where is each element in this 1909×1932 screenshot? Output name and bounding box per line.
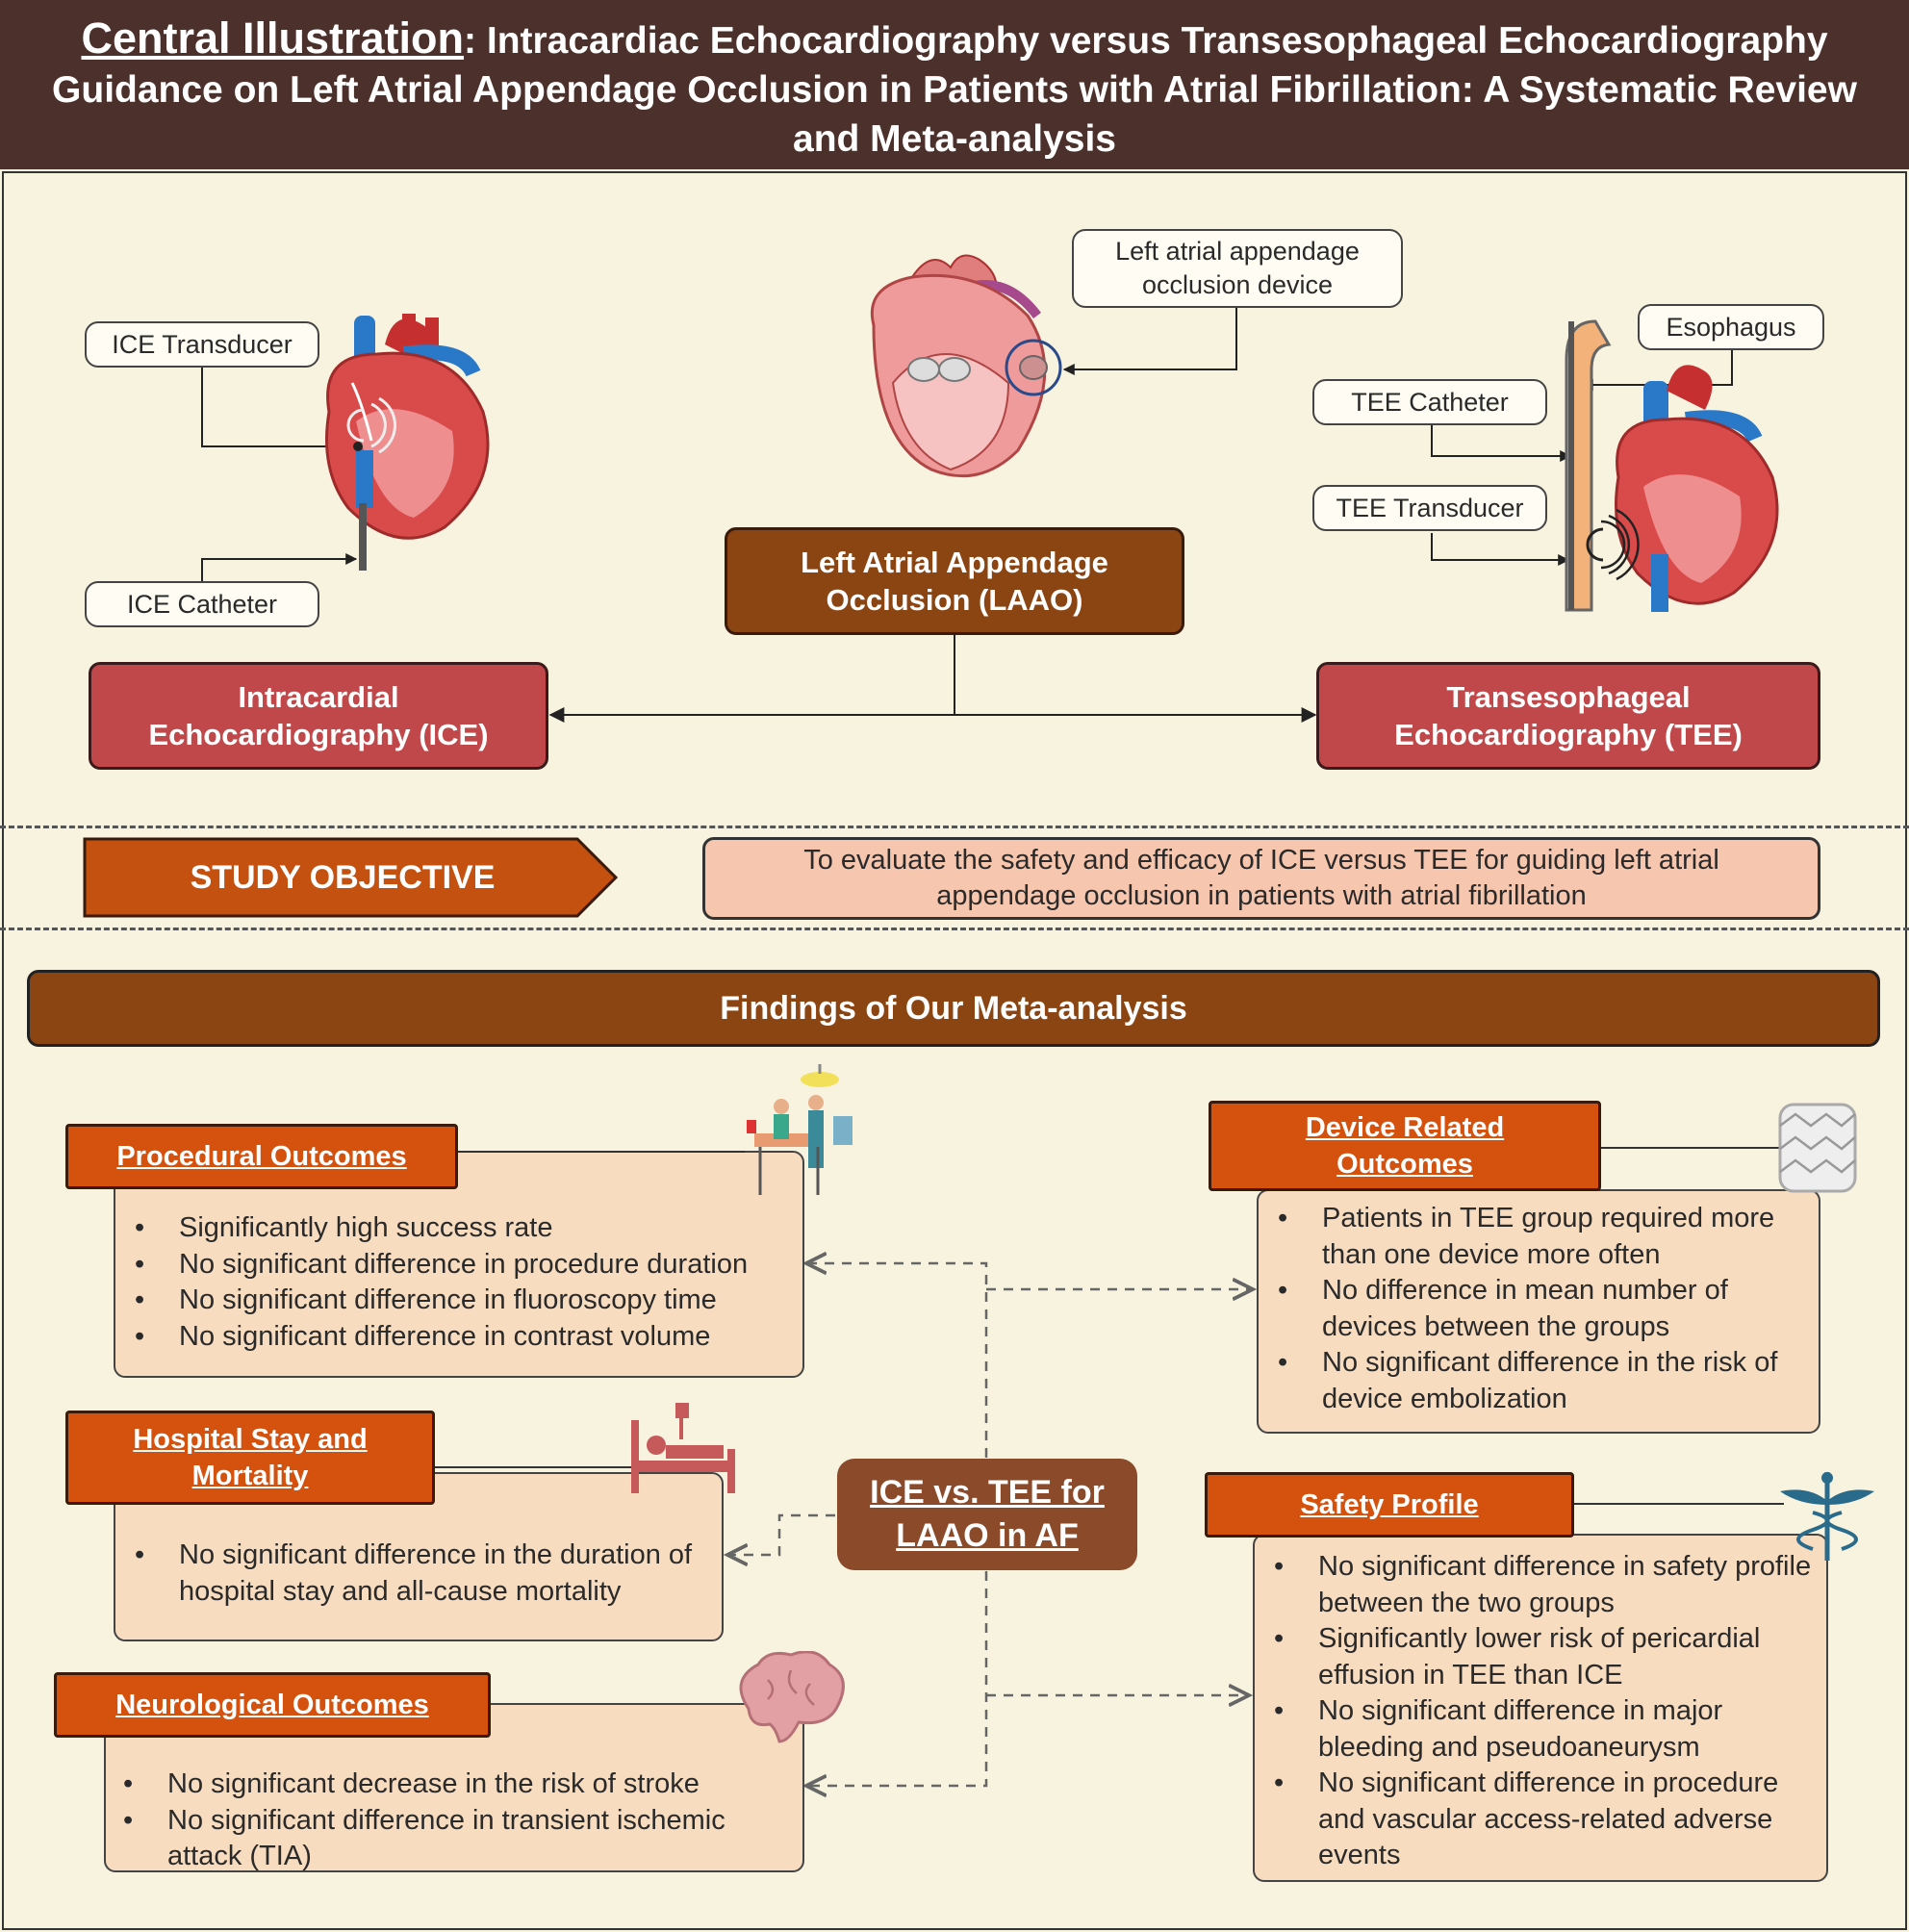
hospital-title-2: Mortality — [191, 1461, 309, 1491]
ice-box-line-2: Echocardiography (ICE) — [148, 718, 489, 751]
neuro-list: No significant decrease in the risk of s… — [106, 1767, 802, 1875]
caduceus-icon — [1780, 1472, 1874, 1561]
device-title-1: Device Related — [1305, 1112, 1505, 1143]
tee-catheter-label: TEE Catheter — [1312, 379, 1547, 425]
laa-heart-icon — [870, 254, 1062, 478]
objective-line-2: appendage occlusion in patients with atr… — [936, 880, 1587, 911]
device-rule — [1599, 1147, 1792, 1149]
ice-catheter-label: ICE Catheter — [85, 581, 319, 627]
procedural-list: Significantly high success rate No signi… — [115, 1210, 802, 1355]
findings-header: Findings of Our Meta-analysis — [27, 970, 1880, 1047]
ice-heart-icon — [325, 314, 490, 571]
list-item: No significant difference in the risk of… — [1278, 1345, 1819, 1417]
list-item: No significant difference in safety prof… — [1274, 1549, 1826, 1621]
list-item: No significant difference in fluoroscopy… — [135, 1283, 802, 1319]
safety-rule — [1572, 1503, 1784, 1505]
laao-line-2: Occlusion (LAAO) — [826, 583, 1083, 617]
safety-tab: Safety Profile — [1205, 1472, 1574, 1538]
procedural-tab: Procedural Outcomes — [65, 1124, 458, 1189]
list-item: Significantly high success rate — [135, 1210, 802, 1247]
esophagus-label: Esophagus — [1638, 304, 1824, 350]
procedural-rule — [456, 1151, 745, 1153]
list-item: Significantly lower risk of pericardial … — [1274, 1621, 1826, 1693]
device-title-2: Outcomes — [1336, 1149, 1473, 1180]
device-panel: Patients in TEE group required more than… — [1257, 1189, 1820, 1434]
laa-device-line-1: Left atrial appendage — [1115, 237, 1360, 266]
study-objective-text: To evaluate the safety and efficacy of I… — [702, 837, 1820, 920]
title-line-1: Central Illustration: Intracardiac Echoc… — [0, 13, 1909, 65]
separator-top — [0, 826, 1909, 828]
tee-box: Transesophageal Echocardiography (TEE) — [1316, 662, 1820, 770]
tee-box-line-1: Transesophageal — [1446, 680, 1691, 714]
list-item: No significant difference in major bleed… — [1274, 1693, 1826, 1766]
hub-line-1: ICE vs. TEE for — [870, 1474, 1105, 1511]
list-item: No difference in mean number of devices … — [1278, 1273, 1819, 1345]
hospital-list: No significant difference in the duratio… — [115, 1538, 722, 1610]
surgery-icon — [747, 1064, 853, 1195]
ice-box: Intracardial Echocardiography (ICE) — [89, 662, 548, 770]
separator-bottom — [0, 928, 1909, 930]
list-item: No significant difference in transient i… — [123, 1803, 802, 1875]
content-frame — [2, 171, 1907, 1930]
safety-list: No significant difference in safety prof… — [1255, 1549, 1826, 1874]
hospital-title-1: Hospital Stay and — [133, 1424, 368, 1455]
ice-box-line-1: Intracardial — [238, 680, 399, 714]
objective-line-1: To evaluate the safety and efficacy of I… — [803, 845, 1719, 876]
list-item: No significant difference in the duratio… — [135, 1538, 722, 1610]
hospital-tab: Hospital Stay and Mortality — [65, 1411, 435, 1505]
tee-heart-icon — [1565, 319, 1779, 612]
list-item: No significant decrease in the risk of s… — [123, 1767, 802, 1803]
occluder-device-icon — [1778, 1103, 1857, 1193]
brain-icon — [739, 1651, 845, 1743]
list-item: No significant difference in procedure d… — [135, 1247, 802, 1284]
list-item: No significant difference in procedure a… — [1274, 1766, 1826, 1874]
safety-panel: No significant difference in safety prof… — [1253, 1534, 1828, 1882]
hub-box: ICE vs. TEE for LAAO in AF — [837, 1459, 1137, 1570]
tee-transducer-label: TEE Transducer — [1312, 485, 1547, 531]
title-line-2: Guidance on Left Atrial Appendage Occlus… — [52, 69, 1857, 111]
hospital-rule — [433, 1466, 654, 1468]
title-text-1: : Intracardiac Echocardiography versus T… — [464, 20, 1828, 62]
hospital-bed-icon — [631, 1403, 735, 1493]
device-list: Patients in TEE group required more than… — [1259, 1201, 1819, 1417]
list-item: Patients in TEE group required more than… — [1278, 1201, 1819, 1273]
list-item: No significant difference in contrast vo… — [135, 1319, 802, 1356]
study-objective-label: STUDY OBJECTIVE — [190, 858, 496, 896]
hub-line-2: LAAO in AF — [896, 1517, 1079, 1554]
ice-transducer-label: ICE Transducer — [85, 321, 319, 368]
laa-device-line-2: occlusion device — [1141, 270, 1334, 299]
title-lead: Central Illustration — [81, 13, 465, 63]
tee-box-line-2: Echocardiography (TEE) — [1394, 718, 1743, 751]
laa-device-label: Left atrial appendage occlusion device — [1072, 229, 1403, 308]
device-tab: Device Related Outcomes — [1209, 1101, 1601, 1191]
neuro-tab: Neurological Outcomes — [54, 1672, 491, 1738]
study-objective-arrow — [83, 837, 619, 918]
laao-box: Left Atrial Appendage Occlusion (LAAO) — [725, 527, 1184, 635]
title-bar: Central Illustration: Intracardiac Echoc… — [0, 0, 1909, 169]
laao-line-1: Left Atrial Appendage — [801, 546, 1108, 579]
title-line-3: and Meta-analysis — [793, 118, 1116, 160]
